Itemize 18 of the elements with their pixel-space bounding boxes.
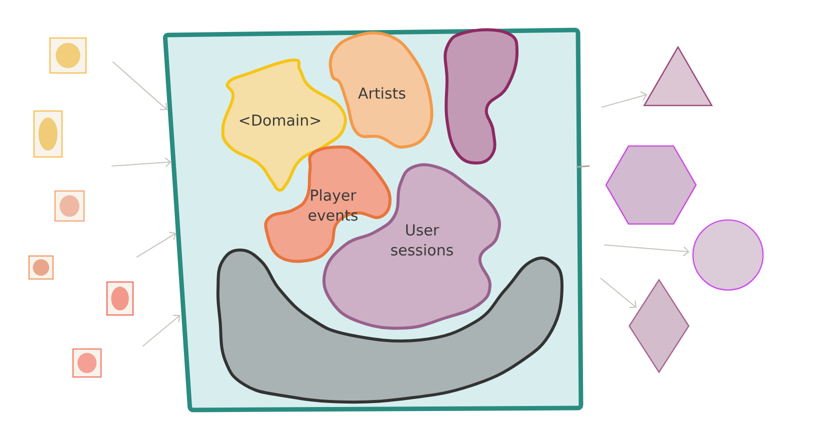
square (106, 281, 134, 316)
arrow (112, 61, 168, 110)
arrow (111, 157, 172, 168)
arrow (601, 91, 648, 108)
square (28, 255, 54, 280)
blob: Artists (328, 31, 434, 149)
blob (444, 28, 518, 164)
square (33, 110, 63, 158)
square (49, 37, 87, 74)
arrow (136, 232, 176, 258)
arrow (600, 278, 637, 308)
arrow (604, 244, 690, 256)
hexagon (605, 145, 697, 225)
circle (692, 219, 764, 291)
square (54, 190, 85, 222)
square (72, 348, 102, 378)
blob: Player events (264, 146, 392, 263)
arrow (142, 314, 180, 347)
